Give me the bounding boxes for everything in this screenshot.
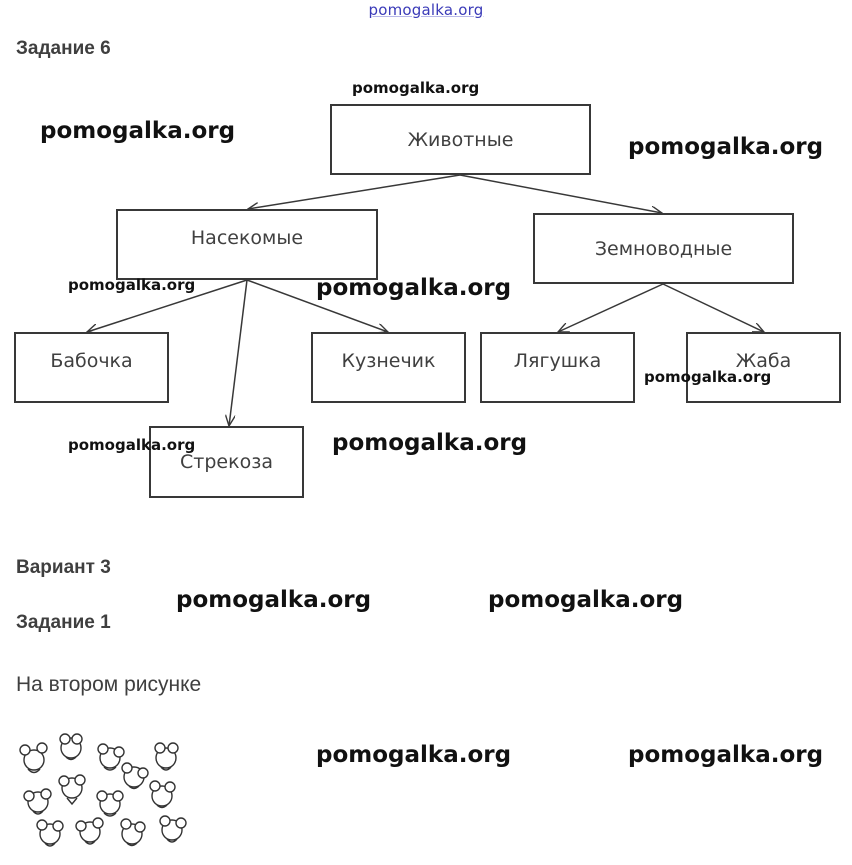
edge-insects-dragonfly — [229, 279, 248, 426]
node-amphibians-label: Земноводные — [594, 237, 733, 260]
watermark: pomogalka.org — [316, 742, 512, 768]
tree-connectors — [0, 174, 852, 520]
node-dragonfly-label: Стрекоза — [180, 451, 273, 473]
node-frog-label: Лягушка — [513, 349, 602, 372]
watermark: pomogalka.org — [68, 436, 196, 454]
node-toad: Жаба — [686, 332, 841, 403]
watermark: pomogalka.org — [316, 275, 512, 301]
watermark: pomogalka.org — [644, 368, 772, 386]
watermark: pomogalka.org — [68, 276, 196, 294]
node-animals-label: Животные — [407, 128, 514, 151]
node-frog: Лягушка — [480, 332, 635, 403]
node-butterfly: Бабочка — [14, 332, 169, 403]
node-grasshopper: Кузнечик — [311, 332, 466, 403]
watermark: pomogalka.org — [628, 134, 824, 160]
edge-amphibians-toad — [662, 283, 764, 332]
edge-root-insects — [248, 174, 461, 209]
node-grasshopper-label: Кузнечик — [341, 349, 436, 372]
node-insects: Насекомые — [116, 209, 378, 280]
node-toad-label: Жаба — [735, 349, 792, 372]
watermark: pomogalka.org — [40, 118, 236, 144]
node-butterfly-label: Бабочка — [50, 349, 133, 372]
task6-heading: Задание 6 — [16, 38, 111, 59]
node-insects-label: Насекомые — [190, 226, 304, 249]
node-dragonfly: Стрекоза — [149, 426, 304, 498]
watermark: pomogalka.org — [176, 587, 372, 613]
watermark: pomogalka.org — [628, 742, 824, 768]
watermark: pomogalka.org — [352, 79, 480, 97]
watermark: pomogalka.org — [488, 587, 684, 613]
site-header-link[interactable]: pomogalka.org — [368, 1, 484, 19]
node-amphibians: Земноводные — [533, 213, 794, 284]
watermark: pomogalka.org — [332, 430, 528, 456]
task1-text: На втором рисунке — [16, 673, 202, 696]
edge-insects-grasshopper — [246, 279, 388, 332]
task1-heading: Задание 1 — [16, 612, 111, 633]
edge-insects-butterfly — [87, 279, 248, 332]
edge-root-amphibians — [459, 174, 662, 213]
edge-amphibians-frog — [558, 283, 664, 332]
variant-heading: Вариант 3 — [16, 557, 111, 578]
scattered-figures-icon — [19, 733, 187, 847]
node-animals: Животные — [330, 104, 591, 175]
